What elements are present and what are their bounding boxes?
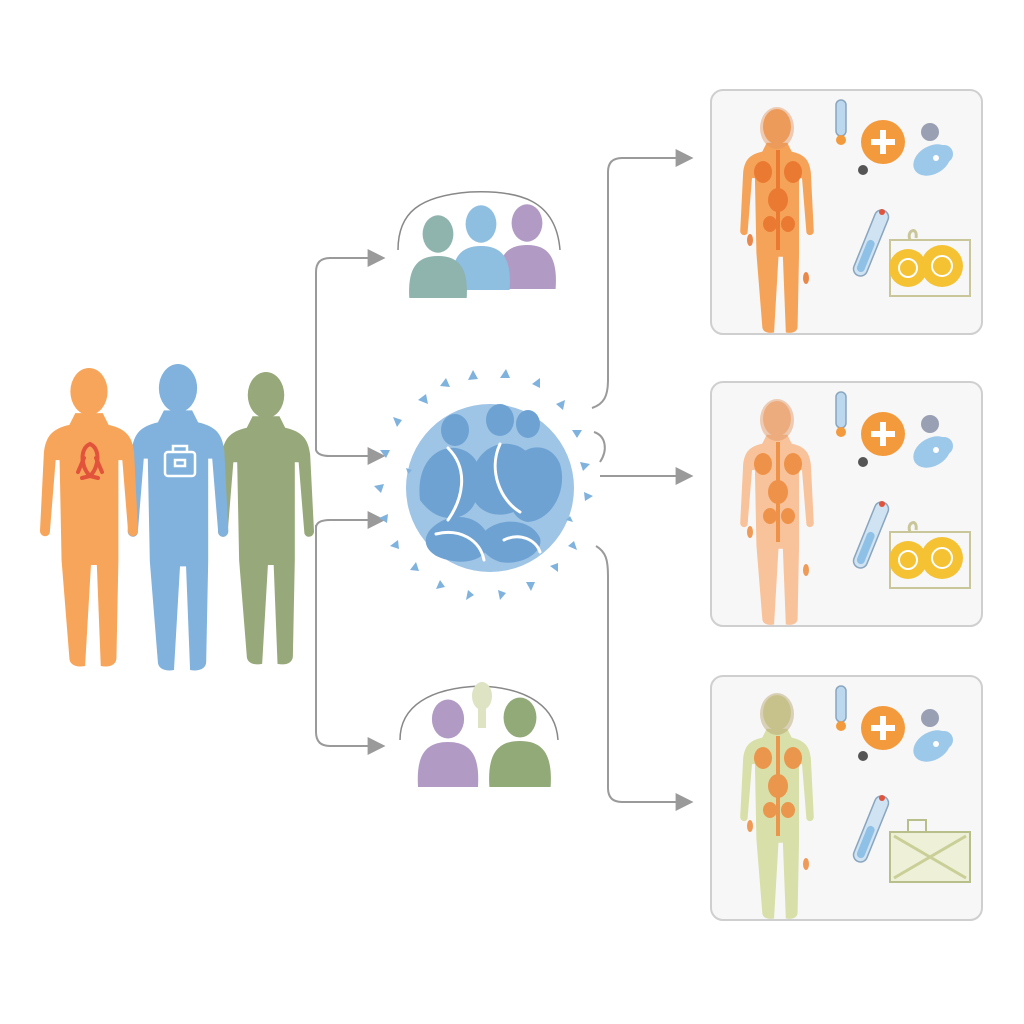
arrow-to-panel-bottom xyxy=(595,545,694,811)
organ-marks xyxy=(747,442,809,576)
thermometer-icon xyxy=(835,99,847,145)
arrow-to-bottom-group xyxy=(315,525,386,755)
vial-icon xyxy=(472,682,492,728)
coins-icon xyxy=(889,229,971,297)
connector-left xyxy=(315,249,386,755)
thermometer-icon xyxy=(835,685,847,731)
coins-icon xyxy=(889,521,971,589)
bandage-icon xyxy=(913,415,953,468)
thermometer-icon xyxy=(852,501,890,569)
thermometer-icon xyxy=(852,795,890,863)
arrow-to-cluster-upper xyxy=(315,440,386,465)
cell-cluster-icon xyxy=(374,369,593,600)
awareness-ribbon-icon xyxy=(76,441,104,480)
arrow-to-panel-top xyxy=(591,149,694,409)
plus-badge-icon xyxy=(858,120,905,175)
person-green xyxy=(218,372,314,665)
outcome-panel-middle xyxy=(710,381,983,627)
subgroup-top xyxy=(397,191,561,302)
bust-purple-bottom xyxy=(417,699,479,788)
plus-badge-icon xyxy=(858,412,905,467)
organ-marks xyxy=(747,736,809,870)
outcome-panel-top xyxy=(710,89,983,335)
subgroup-bottom xyxy=(399,682,562,791)
outcome-panel-bottom xyxy=(710,675,983,921)
organ-marks xyxy=(747,150,809,284)
thermometer-icon xyxy=(852,209,890,277)
plus-badge-icon xyxy=(858,706,905,761)
person-blue xyxy=(127,364,229,671)
person-orange xyxy=(40,368,138,667)
arrow-to-top-group xyxy=(315,249,386,445)
bust-olive-bottom xyxy=(489,697,551,788)
thermometer-icon xyxy=(835,391,847,437)
bandage-icon xyxy=(913,709,953,762)
source-group xyxy=(40,364,314,671)
medical-bag-icon xyxy=(163,444,197,478)
subgroup-top-outline xyxy=(397,191,561,251)
connector-right xyxy=(591,149,694,811)
medical-kit-icon xyxy=(889,819,971,883)
arrow-to-cluster-lower xyxy=(315,511,386,535)
bandage-icon xyxy=(913,123,953,176)
